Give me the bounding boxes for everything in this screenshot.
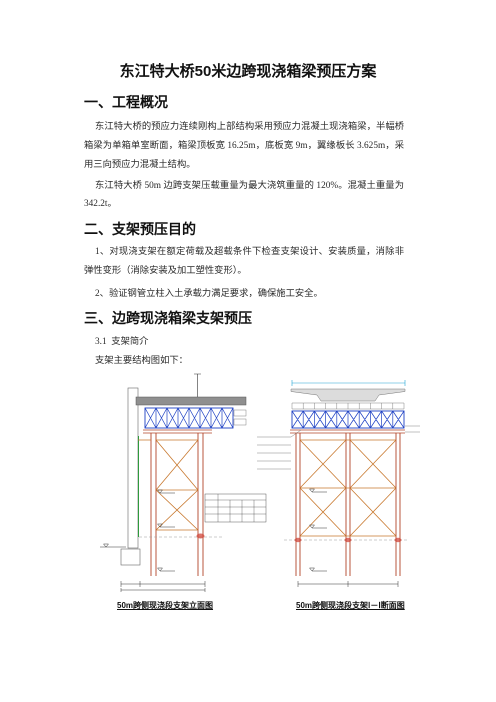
material-label-leaders xyxy=(257,429,302,470)
document-title: 东江特大桥50米边跨现浇箱梁预压方案 xyxy=(119,63,377,80)
paragraph-line: 东江特大桥的预应力连续刚构上部结构采用预应力混凝土现浇箱梁，半幅桥 xyxy=(95,122,404,132)
elevation-drawing xyxy=(100,373,267,592)
section-cut-mark xyxy=(194,373,201,397)
paragraph-line: 用三向预应力混凝土结构。 xyxy=(84,160,196,170)
top-width-dimension xyxy=(291,380,406,386)
box-girder-segment xyxy=(135,396,247,406)
figure-caption-elevation: 50m跨侧现浇段支架立面图 xyxy=(117,601,214,610)
section-drawing xyxy=(257,380,420,587)
figure-caption-section: 50m跨侧现浇段支架Ⅰ－Ⅰ断面图 xyxy=(296,601,405,610)
cross-bracing xyxy=(299,439,397,537)
support-structure-figure xyxy=(100,373,420,592)
elevation-marker xyxy=(100,489,175,572)
section-heading-purpose: 二、支架预压目的 xyxy=(84,221,196,237)
paragraph-line: 箱梁为单箱单室断面，箱梁顶板宽 16.25m，底板宽 9m，翼缘板长 3.625… xyxy=(84,141,404,151)
label-tag xyxy=(233,418,247,426)
list-item-line: 弹性变形（消除安装及加工塑性变形）。 xyxy=(84,266,247,276)
cross-bracing xyxy=(138,439,199,531)
paragraph-line: 342.2t。 xyxy=(84,199,117,209)
elevation-marker xyxy=(308,488,327,572)
cap-beam xyxy=(290,429,405,434)
sand-box xyxy=(394,537,402,543)
distribution-beam-row xyxy=(291,402,405,410)
dimension-lines xyxy=(297,581,399,587)
list-item-line: 1、对现浇支架在额定荷载及超载条件下检查支架设计、安装质量，消除非 xyxy=(95,247,404,257)
steel-pipe-columns xyxy=(295,433,401,576)
paragraph-line: 东江特大桥 50m 边跨支架压载重量为最大浇筑重量的 120%。混凝土重量为 xyxy=(95,181,404,191)
subsection-heading: 3.1 支架简介 xyxy=(95,337,149,347)
dimension-lines xyxy=(120,581,206,592)
bailey-truss-diagonals xyxy=(144,407,234,429)
steel-pipe-column-right xyxy=(197,433,204,576)
sand-box xyxy=(344,537,352,543)
box-girder-cross-section xyxy=(290,388,406,402)
label-tag xyxy=(233,409,247,417)
side-label-leaders xyxy=(405,425,420,433)
bailey-truss-diagonals xyxy=(291,410,405,429)
sand-box xyxy=(294,537,302,543)
figure-intro-text: 支架主要结构图如下： xyxy=(95,356,188,366)
pier-footing xyxy=(120,548,141,566)
section-heading-preload: 三、边跨现浇箱梁支架预压 xyxy=(84,310,252,326)
list-item-line: 2、验证钢管立柱入土承载力满足要求，确保施工安全。 xyxy=(95,289,323,299)
parameter-table-grid xyxy=(205,494,266,522)
pier-outline xyxy=(127,387,139,549)
sand-box xyxy=(196,533,205,539)
parameter-table xyxy=(204,493,267,523)
section-heading-overview: 一、工程概况 xyxy=(84,94,168,110)
cap-beam xyxy=(143,429,212,434)
steel-pipe-column-left xyxy=(150,433,157,576)
